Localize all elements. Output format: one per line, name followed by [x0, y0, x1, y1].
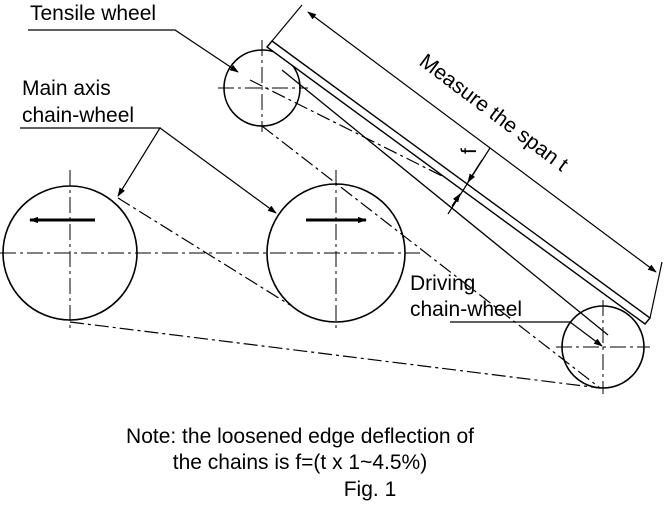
span-dimension [271, 4, 663, 319]
note-line2: the chains is f=(t x 1~4.5%) [173, 451, 427, 474]
deflection-label: f [458, 148, 481, 154]
driving-label-line1: Driving [410, 272, 475, 295]
main-axis-label-line1: Main axis [22, 77, 111, 100]
main-axis-label-line2: chain-wheel [22, 104, 134, 127]
measure-span-label: Measure the span t [415, 50, 573, 177]
tight-chain-strand [281, 69, 609, 336]
note-line1: Note: the loosened edge deflection of [126, 425, 474, 448]
figure-caption: Fig. 1 [344, 478, 397, 501]
driving-label-line2: chain-wheel [410, 298, 522, 321]
tensile-wheel-label: Tensile wheel [30, 2, 156, 25]
deflection-dimension [447, 147, 491, 215]
center-lines [0, 40, 650, 394]
leader-lines [20, 29, 603, 347]
